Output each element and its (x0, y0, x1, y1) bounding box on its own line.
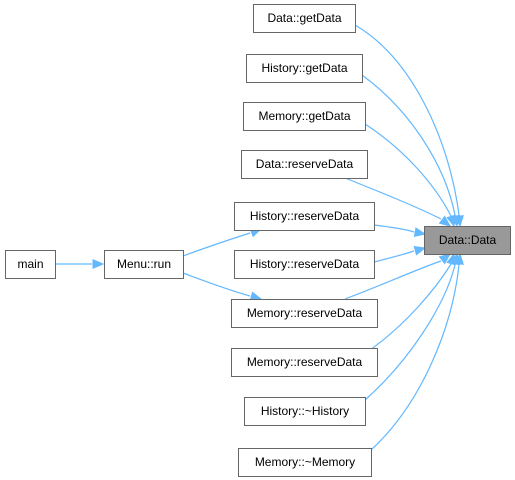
node-box (244, 397, 366, 426)
node-box (246, 54, 363, 83)
arrowhead-icon (446, 214, 456, 228)
arrowhead-icon (92, 259, 105, 269)
edge-history_reservedata_1-to-data_data (373, 224, 427, 237)
node-history-reservedata-1[interactable]: History::reserveData (234, 202, 375, 231)
node-box (243, 102, 366, 131)
node-box (104, 250, 184, 279)
edge-line (354, 24, 460, 216)
edge-data_reservedata-to-data_data (344, 177, 452, 227)
node-label: Data::getData (267, 11, 341, 25)
node-box (238, 448, 372, 477)
node-data-reservedata[interactable]: Data::reserveData (241, 150, 368, 179)
node-label: Data::Data (439, 233, 497, 247)
edge-line (364, 123, 452, 217)
node-history-reservedata-2[interactable]: History::reserveData (234, 250, 375, 279)
node-label: History::reserveData (250, 257, 360, 271)
node-memory-getdata[interactable]: Memory::getData (243, 102, 366, 131)
node-box (231, 299, 378, 328)
node-box (253, 4, 356, 33)
node-history-getdata[interactable]: History::getData (246, 54, 363, 83)
edge-memory_getdata-to-data_data (364, 123, 456, 228)
node-box (231, 348, 378, 377)
node-label: Menu::run (117, 257, 171, 271)
node-label: Data::reserveData (256, 157, 354, 171)
node-label: History::getData (261, 61, 347, 75)
node-box (5, 250, 56, 279)
arrowhead-icon (438, 215, 452, 227)
edge-line (373, 250, 415, 263)
edge-line (373, 224, 415, 233)
edge-layer (55, 24, 464, 451)
edge-line (361, 74, 456, 216)
node-label: History::reserveData (250, 209, 360, 223)
node-label: History::~History (261, 404, 349, 418)
node-memory-reservedata-2[interactable]: Memory::reserveData (231, 348, 378, 377)
node-memory-destructor[interactable]: Memory::~Memory (238, 448, 372, 477)
node-history-destructor[interactable]: History::~History (244, 397, 366, 426)
arrowhead-icon (413, 245, 427, 256)
edge-line (344, 177, 442, 220)
node-label: Memory::reserveData (247, 355, 363, 369)
node-data-getdata[interactable]: Data::getData (253, 4, 356, 33)
arrowhead-icon (413, 227, 427, 237)
edge-line (182, 272, 251, 297)
edge-line (344, 260, 442, 300)
arrowhead-icon (438, 253, 452, 265)
node-box (234, 202, 375, 231)
node-layer: main Menu::run Data::getDataHistory::getDa… (5, 4, 511, 477)
edge-line (364, 264, 456, 401)
edge-memory_reservedata_1-to-data_data (344, 253, 452, 300)
arrowhead-icon (454, 252, 464, 265)
node-memory-reservedata-1[interactable]: Memory::reserveData (231, 299, 378, 328)
node-box (241, 150, 368, 179)
node-main[interactable]: main (5, 250, 56, 279)
node-box (424, 226, 511, 255)
node-box (234, 250, 375, 279)
node-label: Memory::~Memory (255, 455, 355, 469)
node-label: Memory::reserveData (247, 306, 363, 320)
node-label: main (17, 257, 43, 271)
edge-line (369, 263, 452, 351)
node-data-data[interactable]: Data::Data (424, 226, 511, 255)
edge-history_reservedata_2-to-data_data (373, 245, 427, 263)
edge-line (182, 232, 251, 257)
node-menu-run[interactable]: Menu::run (104, 250, 184, 279)
edge-data_getdata-to-data_data (354, 24, 464, 228)
node-label: Memory::getData (258, 109, 350, 123)
edge-line (370, 264, 460, 451)
edge-memory_destructor-to-data_data (370, 252, 464, 451)
edge-main-to-menu_run (55, 259, 105, 269)
